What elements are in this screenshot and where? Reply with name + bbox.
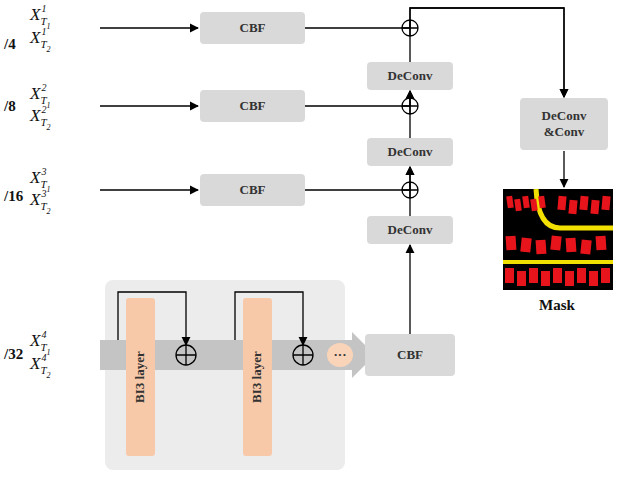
feature-label: X4T2	[30, 354, 51, 374]
scale-label: /16	[4, 188, 23, 205]
node-text: CBF	[397, 347, 423, 363]
node-text: DeConv	[388, 144, 433, 160]
node-text: CBF	[240, 20, 266, 36]
feature-label: X4T1	[30, 331, 51, 351]
cbf-box: CBF	[200, 174, 305, 206]
connector	[305, 8, 564, 97]
node-text: DeConv	[388, 68, 433, 84]
node-text: DeConv	[388, 222, 433, 238]
feature-label: X2T1	[30, 84, 51, 104]
connector	[409, 245, 410, 334]
node-text: CBF	[240, 182, 266, 198]
connector	[409, 91, 410, 138]
deconv-box: DeConv	[367, 138, 453, 166]
deconv-box: DeConv	[367, 62, 453, 90]
output-label: Mask	[539, 297, 575, 314]
node-text: BI3 layer	[249, 351, 265, 403]
feature-label: X1T1	[30, 5, 51, 25]
cbf-box: CBF	[200, 12, 305, 44]
feature-label: X3T1	[30, 168, 51, 188]
bi3-panel	[105, 280, 345, 470]
feature-label: X3T2	[30, 190, 51, 210]
node-text: CBF	[240, 98, 266, 114]
feature-label: X2T2	[30, 106, 51, 126]
connector	[409, 167, 410, 216]
node-text: DeConv &Conv	[534, 108, 594, 141]
deconv-box: DeConv	[367, 216, 453, 244]
cbf-box: CBF	[365, 334, 455, 376]
scale-label: /32	[4, 346, 23, 363]
cbf-box: CBF	[200, 90, 305, 122]
scale-label: /4	[4, 36, 16, 53]
scale-label: /8	[4, 98, 16, 115]
connector	[305, 91, 410, 106]
node-text: ···	[333, 347, 346, 363]
bi3-layer-box: BI3 layer	[243, 298, 272, 456]
deconv-conv-box: DeConv &Conv	[520, 98, 608, 150]
input-arrow	[100, 28, 198, 190]
bi3-layer-box: BI3 layer	[126, 298, 155, 456]
feature-label: X1T2	[30, 28, 51, 48]
connector	[305, 167, 410, 190]
mask-image	[503, 189, 613, 290]
node-text: BI3 layer	[132, 351, 148, 403]
output-arrow	[563, 151, 564, 187]
ellipsis-circle: ···	[327, 343, 353, 367]
